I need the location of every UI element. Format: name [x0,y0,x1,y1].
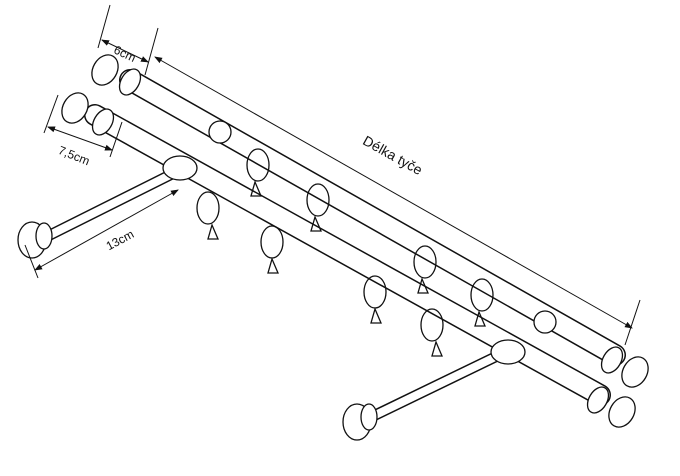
back-rod [91,54,649,388]
front-left-finial [61,92,89,124]
left-holder [208,120,232,144]
bracket-depth-label: 13cm [104,227,136,253]
front-right-finial [608,396,636,428]
rod-length-label: Délka tyče [360,132,425,178]
finial-height-label: 7,5cm [56,143,92,168]
right-bracket [342,339,526,441]
front-rod [61,92,636,428]
right-holder [533,310,557,334]
dimension-lines [24,4,641,346]
back-right-finial [621,356,649,388]
left-bracket [17,159,196,259]
